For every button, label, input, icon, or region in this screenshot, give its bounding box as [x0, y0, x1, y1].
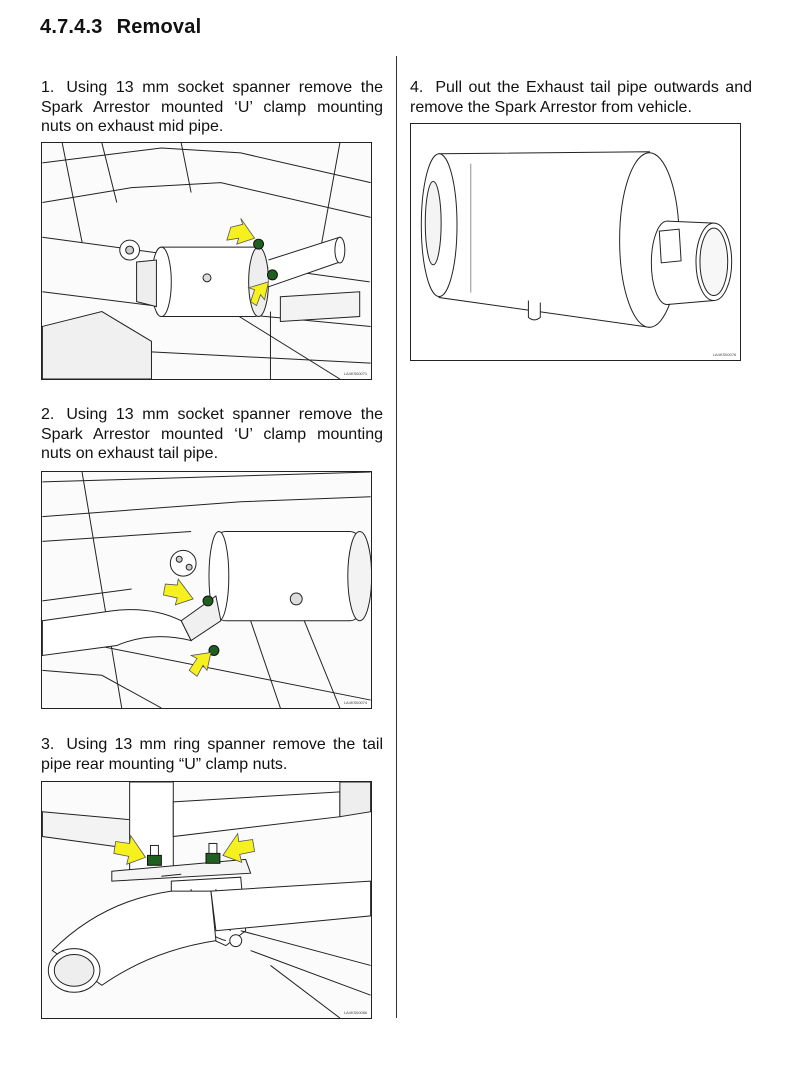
step-number: 4. [410, 79, 424, 96]
step-number: 1. [41, 79, 55, 96]
figure-step-2: LA4KS00074 [41, 471, 372, 709]
step-text: Pull out the Exhaust tail pipe outwards … [410, 79, 752, 116]
figure-code: LA4KS00076 [713, 352, 737, 357]
figure-1-illustration: LA4KS00071 [42, 143, 371, 379]
step-4: 4.Pull out the Exhaust tail pipe outward… [410, 78, 752, 117]
step-1: 1.Using 13 mm socket spanner remove the … [41, 78, 383, 137]
column-divider [396, 56, 397, 1018]
step-number: 3. [41, 736, 55, 753]
figure-code: LA4KS00074 [344, 700, 368, 705]
step-3: 3.Using 13 mm ring spanner remove the ta… [41, 735, 383, 774]
section-title: Removal [116, 16, 202, 38]
figure-step-4: LA4KS00076 [410, 123, 741, 361]
section-heading: 4.7.4.3 Removal [40, 16, 201, 39]
step-number: 2. [41, 406, 55, 423]
figure-step-3: LA4KS00066 [41, 781, 372, 1019]
step-2: 2.Using 13 mm socket spanner remove the … [41, 405, 383, 464]
step-text: Using 13 mm ring spanner remove the tail… [41, 736, 383, 773]
figure-step-1: LA4KS00071 [41, 142, 372, 380]
step-text: Using 13 mm socket spanner remove the Sp… [41, 79, 383, 135]
section-number: 4.7.4.3 [40, 16, 103, 38]
figure-code: LA4KS00071 [344, 371, 367, 376]
figure-3-illustration: LA4KS00066 [42, 782, 371, 1018]
figure-2-illustration: LA4KS00074 [42, 472, 371, 708]
figure-4-illustration: LA4KS00076 [411, 124, 740, 360]
step-text: Using 13 mm socket spanner remove the Sp… [41, 406, 383, 462]
figure-code: LA4KS00066 [344, 1010, 368, 1015]
